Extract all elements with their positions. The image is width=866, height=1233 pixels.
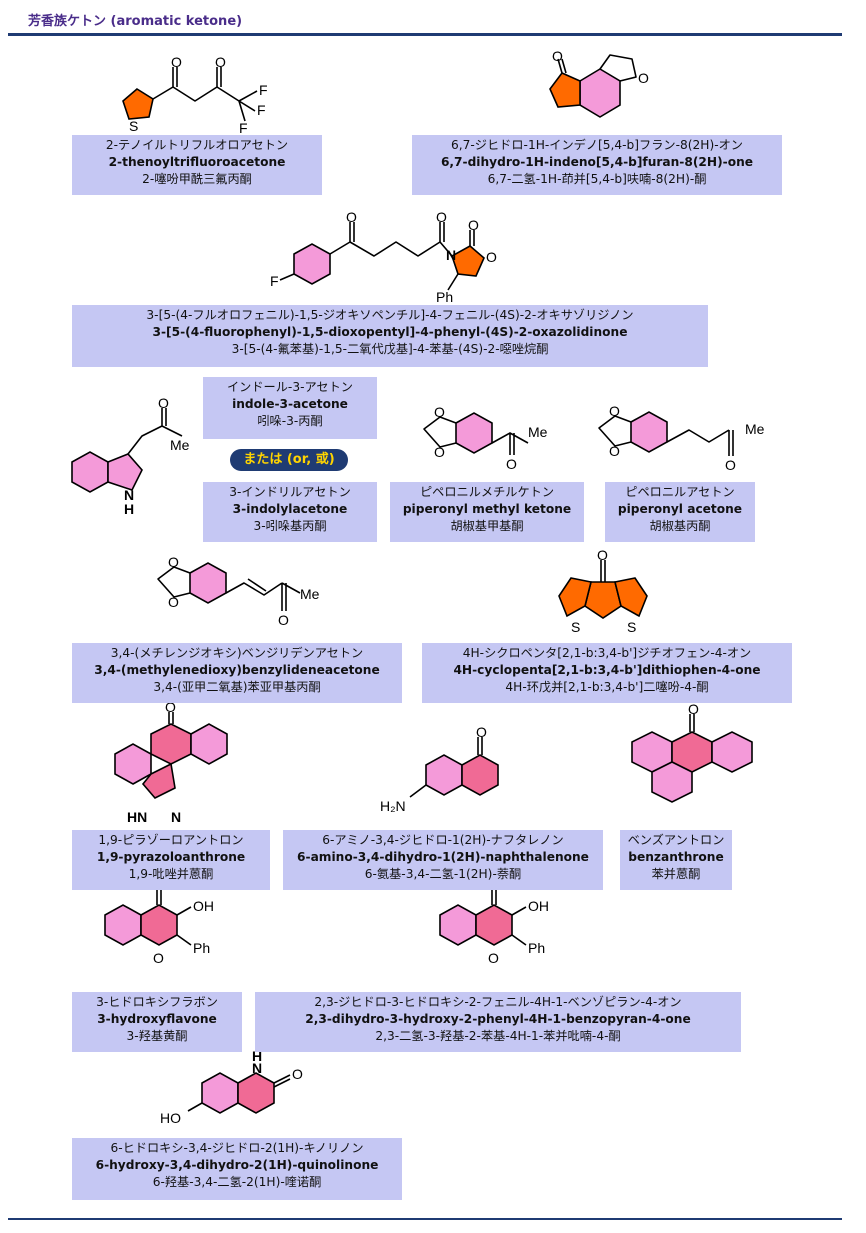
atom-O: O (278, 612, 289, 628)
atom-O: O (476, 724, 487, 740)
atom-O: O (609, 403, 620, 419)
atom-O: O (725, 457, 736, 473)
atom-H2N: H₂N (380, 798, 406, 814)
atom-O: O (292, 1066, 303, 1082)
page-title: 芳香族ケトン (aromatic ketone) (28, 14, 243, 29)
atom-F: F (257, 102, 266, 118)
structure-piperonyl-acetone: O O Me O (598, 403, 765, 473)
structure-pyrazoloanthrone: O HN N (114, 699, 228, 825)
atom-OH: OH (193, 898, 214, 914)
structure-indolylacetone: O Me N H (71, 395, 190, 517)
or-badge: または (or, 或) (230, 449, 348, 471)
atom-Ph: Ph (193, 940, 210, 956)
atom-O: O (434, 404, 445, 420)
label-hydroxyflavone: 3-ヒドロキシフラボン 3-hydroxyflavone 3-羟基黄酮 (72, 992, 242, 1052)
atom-O: O (638, 70, 649, 86)
atom-O: O (506, 456, 517, 472)
atom-N: N (252, 1060, 262, 1076)
atom-O: O (468, 217, 479, 233)
atom-F: F (239, 120, 248, 136)
atom-HN: HN (127, 809, 147, 825)
atom-S: S (129, 118, 138, 134)
atom-Ph: Ph (436, 289, 453, 305)
label-dihydroxyflavanone: 2,3-ジヒドロ-3-ヒドロキシ-2-フェニル-4H-1-ベンゾピラン-4-オン… (255, 992, 741, 1052)
structure-thenoyltrifluoroacetone: O O S F F F (122, 54, 268, 136)
atom-S: S (571, 619, 580, 635)
atom-O: O (688, 701, 699, 717)
atom-O: O (434, 444, 445, 460)
label-indole-3-acetone: インドール-3-アセトン indole-3-acetone 吲哚-3-丙酮 (203, 377, 377, 439)
label-aminotetralone: 6-アミノ-3,4-ジヒドロ-1(2H)-ナフタレノン 6-amino-3,4-… (283, 830, 603, 890)
atom-S: S (627, 619, 636, 635)
atom-Me: Me (745, 421, 765, 437)
atom-O: O (153, 950, 164, 966)
structure-piperonyl-methyl-ketone: O O Me O (423, 404, 548, 472)
atom-O: O (165, 699, 176, 715)
atom-Me: Me (170, 437, 190, 453)
label-piperonyl-methyl-ketone: ピペロニルメチルケトン piperonyl methyl ketone 胡椒基甲… (390, 482, 584, 542)
label-pyrazoloanthrone: 1,9-ピラゾーロアントロン 1,9-pyrazoloanthrone 1,9-… (72, 830, 270, 890)
atom-O: O (488, 950, 499, 966)
label-indenofuranone: 6,7-ジヒドロ-1H-インデノ[5,4-b]フラン-8(2H)-オン 6,7-… (412, 135, 782, 195)
label-thenoyltrifluoroacetone: 2-テノイルトリフルオロアセトン 2-thenoyltrifluoroaceto… (72, 135, 322, 195)
atom-Me: Me (300, 586, 320, 602)
structure-aminotetralone: O H₂N (380, 724, 499, 814)
atom-OH: OH (528, 898, 549, 914)
footer-rule (8, 1218, 842, 1220)
atom-O: O (436, 209, 447, 225)
atom-O: O (609, 443, 620, 459)
atom-F: F (270, 273, 279, 289)
atom-Ph: Ph (528, 940, 545, 956)
atom-O: O (597, 547, 608, 563)
atom-O: O (486, 249, 497, 265)
label-benzanthrone: ベンズアントロン benzanthrone 苯并蒽酮 (620, 830, 732, 890)
label-cyclopentadithiophenone: 4H-シクロペンタ[2,1-b:3,4-b']ジチオフェン-4-オン 4H-cy… (422, 643, 792, 703)
atom-O: O (168, 554, 179, 570)
label-fluorophenyl-oxazolidinone: 3-[5-(4-フルオロフェニル)-1,5-ジオキソペンチル]-4-フェニル-(… (72, 305, 708, 367)
atom-O: O (552, 48, 563, 64)
header-rule (8, 33, 842, 36)
atom-O: O (168, 594, 179, 610)
structure-methylenedioxy-benzylideneacetone: O O Me O (157, 554, 320, 628)
atom-O: O (215, 54, 226, 70)
structure-hydroxyquinolinone: H N O HO (160, 1048, 303, 1126)
label-hydroxyquinolinone: 6-ヒドロキシ-3,4-ジヒドロ-2(1H)-キノリノン 6-hydroxy-3… (72, 1138, 402, 1200)
structure-hydroxyflavone: O OH O Ph (104, 874, 214, 966)
atom-HO: HO (160, 1110, 181, 1126)
structure-benzanthrone: O (631, 701, 753, 803)
label-piperonyl-acetone: ピペロニルアセトン piperonyl acetone 胡椒基丙酮 (605, 482, 755, 542)
atom-N: N (124, 487, 134, 503)
label-methylenedioxy-benzylideneacetone: 3,4-(メチレンジオキシ)ベンジリデンアセトン 3,4-(methylened… (72, 643, 402, 703)
structure-dihydroxyflavanone: O OH O Ph (439, 874, 549, 966)
atom-O: O (171, 54, 182, 70)
atom-H: H (252, 1048, 262, 1064)
atom-O: O (346, 209, 357, 225)
structure-indenofuranone: O O (549, 48, 649, 118)
atom-N: N (171, 809, 181, 825)
atom-N: N (446, 247, 456, 263)
atom-F: F (259, 82, 268, 98)
atom-O: O (158, 395, 169, 411)
atom-Me: Me (528, 424, 548, 440)
atom-H: H (124, 501, 134, 517)
structure-cyclopentadithiophenone: O S S (558, 547, 648, 635)
label-indolylacetone: 3-インドリルアセトン 3-indolylacetone 3-吲哚基丙酮 (203, 482, 377, 542)
structure-fluorophenyl-oxazolidinone: F O O O O N Ph (270, 209, 497, 305)
